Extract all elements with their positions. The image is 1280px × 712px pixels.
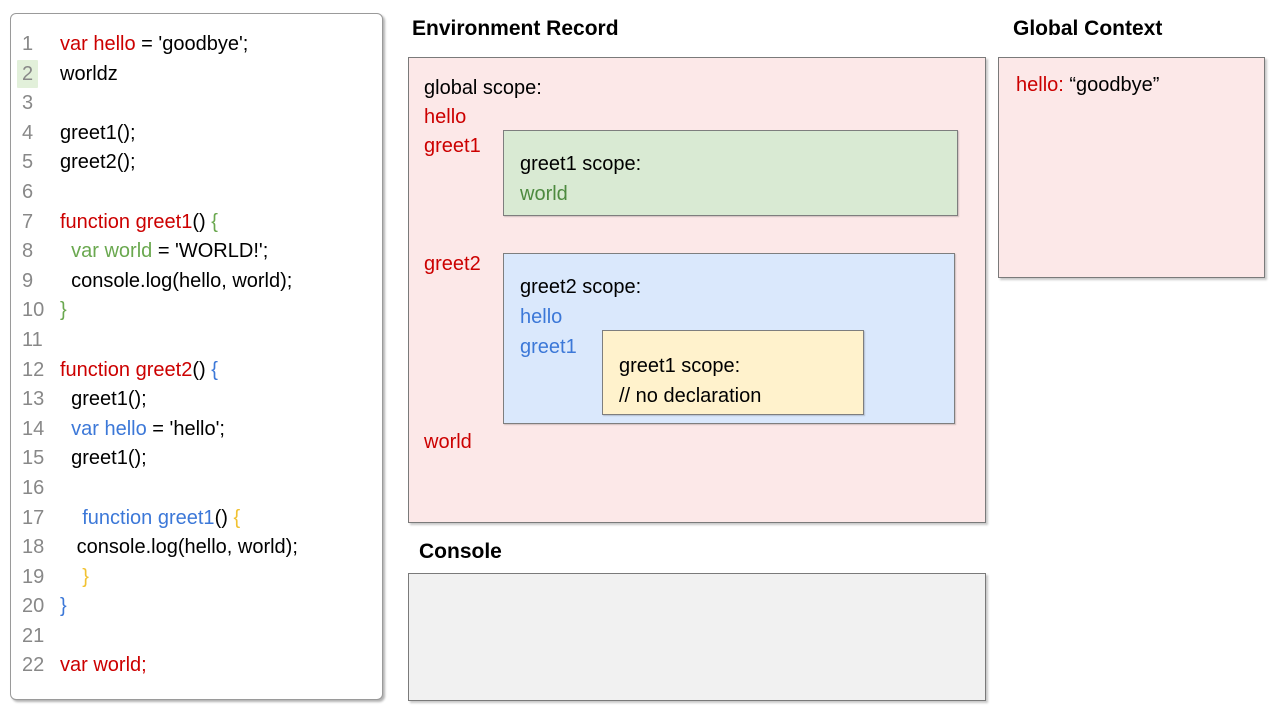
line-number: 10: [22, 299, 45, 322]
code-text: var hello = 'hello';: [71, 417, 225, 440]
code-line: 6: [11, 178, 382, 208]
line-number: 15: [22, 447, 45, 470]
code-text: }: [82, 565, 89, 588]
line-number: 16: [22, 476, 45, 499]
global-context-box: hello: “goodbye”: [998, 57, 1265, 278]
inner-greet1-scope-box: greet1 scope: // no declaration: [602, 330, 864, 415]
code-line: 4 greet1();: [11, 119, 382, 149]
greet1-scope-box: greet1 scope: world: [503, 130, 958, 216]
line-number: 6: [22, 180, 34, 203]
console-title: Console: [419, 540, 502, 563]
line-number: 7: [22, 210, 34, 233]
code-line: 14 var hello = 'hello';: [11, 415, 382, 445]
code-line: 17 function greet1() {: [11, 504, 382, 534]
code-line: 18 console.log(hello, world);: [11, 533, 382, 563]
env-var-world: world: [424, 431, 472, 453]
inner-greet1-scope-comment: // no declaration: [619, 385, 762, 407]
line-number: 5: [22, 151, 34, 174]
line-number: 11: [22, 328, 43, 351]
line-number: 19: [22, 565, 45, 588]
code-text: worldz: [60, 62, 118, 85]
environment-record-title: Environment Record: [412, 17, 619, 40]
code-text: function greet1() {: [82, 506, 241, 529]
console-output-box: [408, 573, 986, 701]
line-number: 3: [22, 92, 34, 115]
code-text: greet1();: [60, 388, 147, 411]
line-number: 18: [22, 536, 45, 559]
code-line: 15 greet1();: [11, 444, 382, 474]
greet2-scope-box: greet2 scope: hello greet1 greet1 scope:…: [503, 253, 955, 424]
env-var-greet1: greet1: [424, 135, 481, 157]
code-text: }: [60, 299, 67, 322]
line-number: 8: [22, 240, 34, 263]
line-number: 4: [22, 121, 34, 144]
code-line: 7 function greet1() {: [11, 208, 382, 238]
line-number: 1: [22, 33, 34, 55]
global-scope-label: global scope:: [424, 77, 542, 99]
code-text: greet1();: [60, 121, 136, 144]
code-line: 13 greet1();: [11, 385, 382, 415]
code-line: 20}: [11, 592, 382, 622]
code-text: greet2();: [60, 151, 136, 174]
code-text: console.log(hello, world);: [60, 536, 298, 559]
code-line: 16: [11, 474, 382, 504]
code-line: 9 console.log(hello, world);: [11, 267, 382, 297]
line-number: 17: [22, 506, 45, 529]
code-text: var world = 'WORLD!';: [71, 240, 269, 263]
code-line: 22 var world;: [11, 651, 382, 681]
code-text: var world;: [60, 654, 147, 677]
environment-record-box: global scope: hello greet1 greet2 world …: [408, 57, 986, 523]
code-line: 10}: [11, 296, 382, 326]
code-text: console.log(hello, world);: [60, 269, 293, 292]
global-entry-value: “goodbye”: [1069, 74, 1160, 96]
global-entry-key: hello:: [1016, 74, 1064, 96]
code-text: function greet2() {: [60, 358, 218, 381]
inner-greet1-scope-title: greet1 scope:: [619, 355, 741, 377]
code-line: 5 greet2();: [11, 148, 382, 178]
greet1-scope-title: greet1 scope:: [520, 153, 642, 175]
env-var-greet2: greet2: [424, 253, 481, 275]
code-line: 8 var world = 'WORLD!';: [11, 237, 382, 267]
code-line: 1 var hello = 'goodbye';: [11, 30, 382, 60]
code-text: function greet1() {: [60, 210, 218, 233]
code-line: 11: [11, 326, 382, 356]
greet2-scope-var-hello: hello: [520, 306, 563, 328]
code-line: 21: [11, 622, 382, 652]
global-context-title: Global Context: [1013, 17, 1163, 40]
line-number: 22: [22, 654, 45, 677]
env-var-hello: hello: [424, 106, 467, 128]
code-text: greet1();: [60, 447, 147, 470]
line-number: 14: [22, 417, 45, 440]
line-number: 20: [22, 595, 45, 618]
code-line: 19 }: [11, 563, 382, 593]
line-number: 12: [22, 358, 45, 381]
line-number: 21: [22, 624, 45, 647]
line-number: 2: [17, 59, 60, 90]
code-line: 12 function greet2() {: [11, 356, 382, 386]
greet1-scope-var-world: world: [520, 183, 568, 205]
global-context-entry: hello: “goodbye”: [1016, 74, 1159, 97]
greet2-scope-var-greet1: greet1: [520, 336, 577, 358]
code-text: }: [60, 595, 67, 618]
line-number: 13: [22, 388, 45, 411]
code-line: 3: [11, 89, 382, 119]
code-text: var hello = 'goodbye';: [60, 33, 249, 55]
greet2-scope-title: greet2 scope:: [520, 276, 642, 298]
line-number: 9: [22, 269, 34, 292]
